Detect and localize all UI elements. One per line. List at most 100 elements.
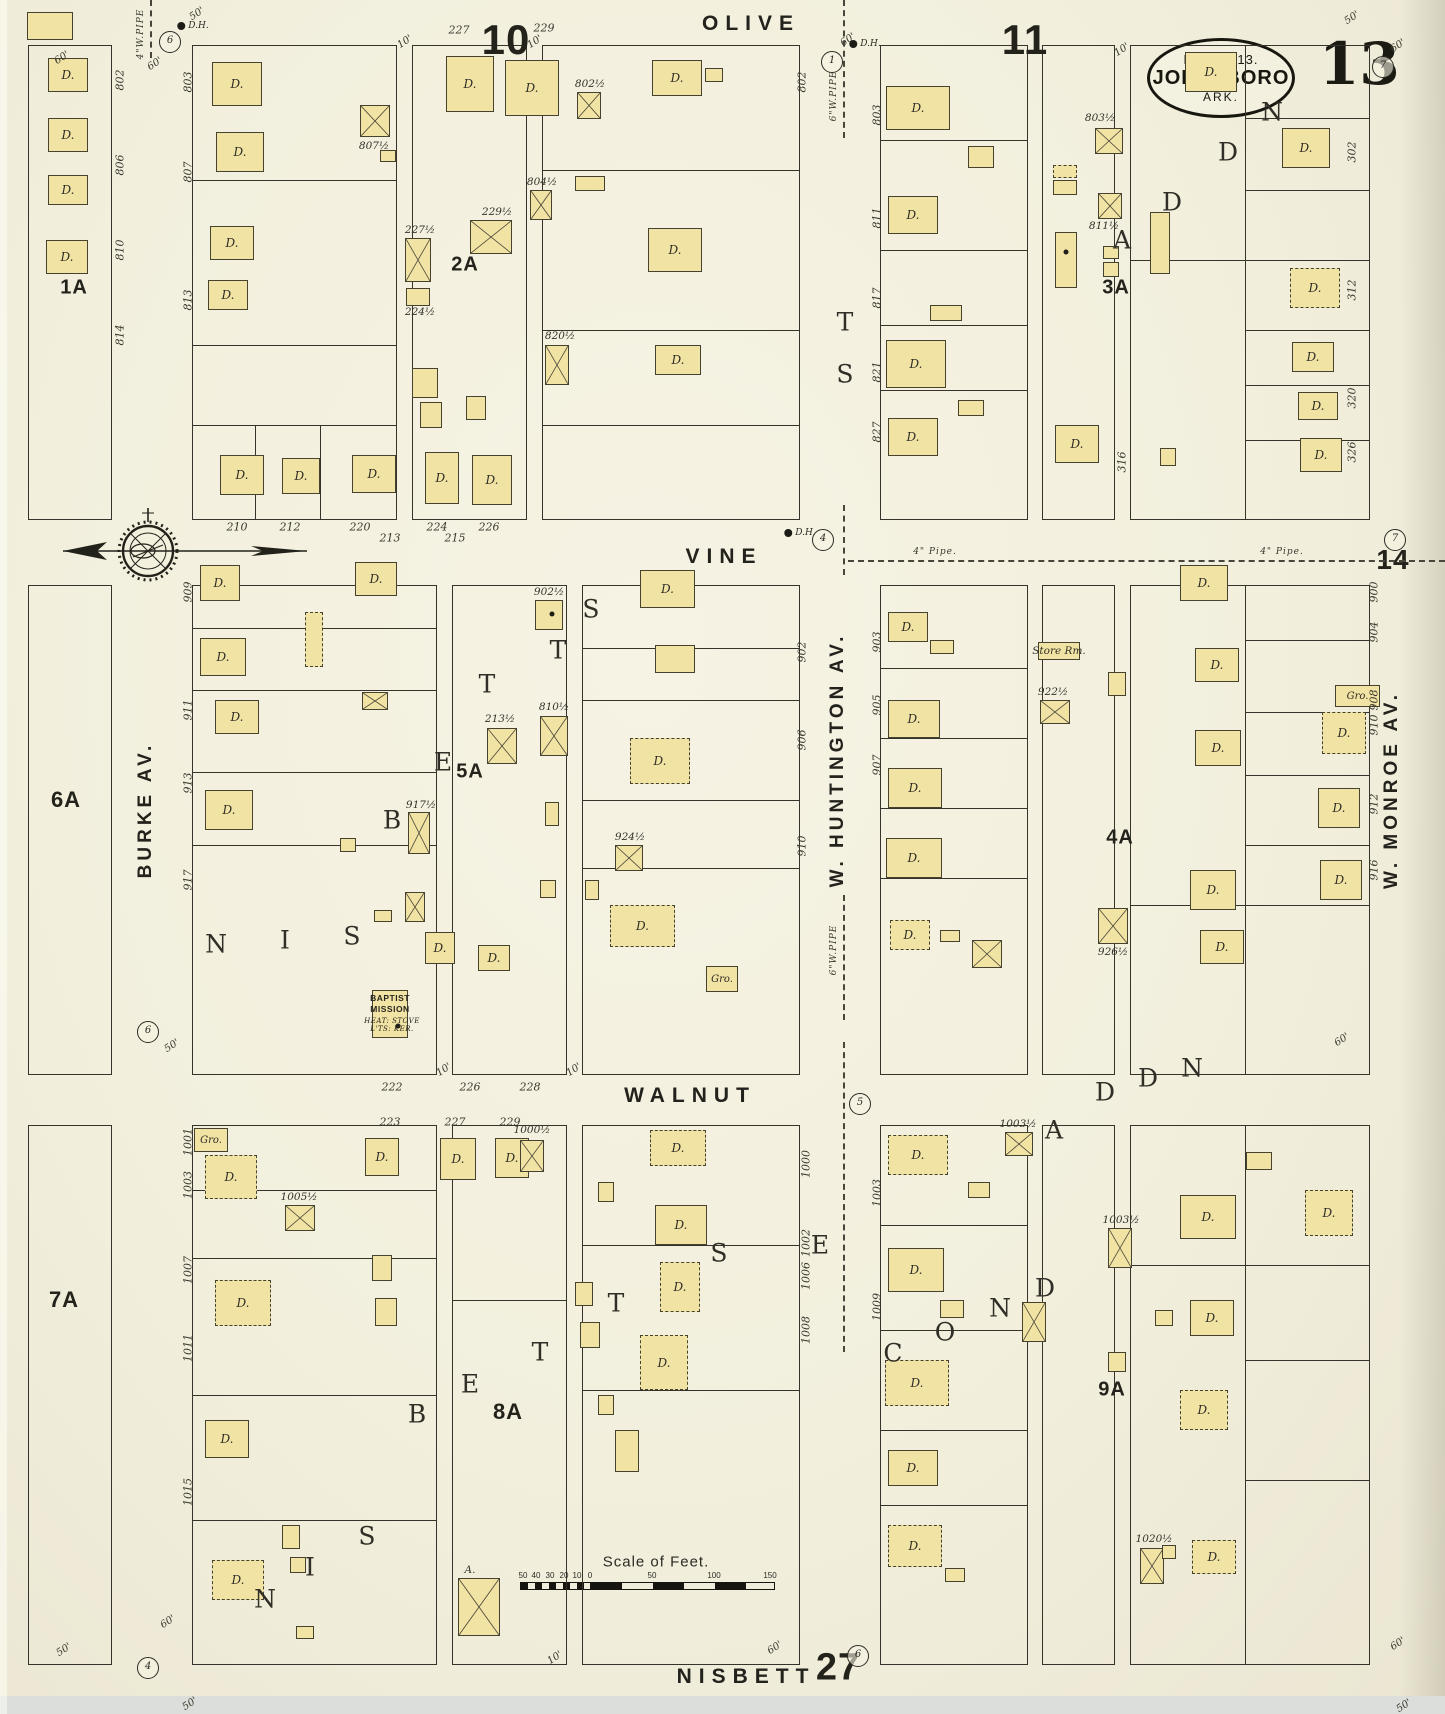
- half-number-label: 811½: [1088, 220, 1120, 232]
- hatch-x-icon: [1099, 194, 1121, 218]
- building-footprint: D.: [888, 196, 938, 234]
- building-footprint: D.: [888, 1450, 938, 1486]
- block-outline: [452, 1125, 567, 1665]
- lot-line: [1130, 260, 1370, 261]
- half-number-label: 1020½: [1135, 1533, 1173, 1545]
- addition-letter: C: [883, 1338, 903, 1368]
- building-label: D.: [901, 620, 915, 634]
- building-footprint: D.: [446, 56, 494, 112]
- building-label: D.: [911, 1148, 925, 1162]
- corner-reference-circle: 7: [1384, 529, 1406, 551]
- building-label: D.: [1197, 1403, 1211, 1417]
- building-footprint: [406, 288, 430, 306]
- lot-line: [582, 868, 800, 869]
- building-footprint: [598, 1395, 614, 1415]
- building-label: D.: [433, 941, 447, 955]
- building-label: D.: [670, 71, 684, 85]
- half-number-label: 917½: [405, 799, 437, 811]
- building-footprint: D.: [890, 920, 930, 950]
- building-footprint: [655, 645, 695, 673]
- building-footprint: [535, 600, 563, 630]
- water-pipe-label: 6"W.PIPE: [829, 924, 839, 976]
- building-footprint: [408, 812, 430, 854]
- building-label: D.: [224, 1170, 238, 1184]
- lot-line: [880, 1225, 1028, 1226]
- house-number: 803: [870, 104, 884, 126]
- lot-line: [880, 738, 1028, 739]
- half-number-label: 802½: [574, 78, 606, 90]
- block-outline: [452, 585, 567, 1075]
- building-footprint: [615, 1430, 639, 1472]
- half-number-label: 924½: [614, 831, 646, 843]
- house-number: 910: [1367, 714, 1381, 736]
- building-footprint: [1038, 642, 1080, 660]
- lot-line: [1245, 385, 1370, 386]
- building-footprint: D.: [205, 790, 253, 830]
- building-footprint: D.: [200, 638, 246, 676]
- building-footprint: [405, 238, 431, 282]
- hatch-x-icon: [541, 717, 567, 755]
- building-label: D.: [907, 851, 921, 865]
- house-number: 229: [533, 21, 555, 35]
- scale-tick-label: 50: [518, 1571, 528, 1580]
- scale-tick-label: 40: [531, 1571, 541, 1580]
- building-label: D.: [906, 208, 920, 222]
- block-outline: [1042, 585, 1115, 1075]
- mission-note: HEAT: STOVE: [364, 1017, 420, 1025]
- building-label: D.: [525, 81, 539, 95]
- house-number: 902: [795, 641, 809, 663]
- house-number: 212: [279, 520, 301, 534]
- building-footprint: [585, 880, 599, 900]
- house-number: 312: [1345, 279, 1359, 301]
- dimension-label: 10': [1112, 41, 1132, 59]
- house-number: 806: [113, 154, 127, 176]
- house-number: 1006: [799, 1262, 813, 1290]
- house-number: 807: [181, 161, 195, 183]
- building-footprint: D.: [888, 612, 928, 642]
- house-number: 1007: [181, 1256, 195, 1284]
- building-label: D.: [1201, 1210, 1215, 1224]
- building-footprint: D.: [48, 118, 88, 152]
- half-number-label: A.: [464, 1564, 476, 1576]
- house-number: 907: [870, 754, 884, 776]
- building-label: D.: [1332, 801, 1346, 815]
- lot-line: [880, 250, 1028, 251]
- street-name: WALNUT: [624, 1084, 756, 1107]
- hydrant-label: D.H.: [188, 21, 209, 31]
- block-number: 1A: [60, 276, 88, 299]
- addition-letter: S: [358, 1521, 376, 1551]
- building-footprint: D.: [1180, 1390, 1228, 1430]
- house-number: 326: [1345, 441, 1359, 463]
- building-footprint: [1150, 212, 1170, 274]
- building-label: D.: [221, 288, 235, 302]
- building-label: D.: [487, 951, 501, 965]
- house-number: 220: [349, 520, 371, 534]
- building-footprint: D.: [216, 132, 264, 172]
- building-footprint: D.: [48, 175, 88, 205]
- water-pipe-line: [843, 1042, 845, 1352]
- building-footprint: D.: [1320, 860, 1362, 900]
- mission-name: MISSION: [370, 1004, 410, 1014]
- lot-line: [192, 1395, 437, 1396]
- half-number-label: 807½: [358, 140, 390, 152]
- building-footprint: [575, 176, 605, 191]
- building-footprint: [282, 1525, 300, 1549]
- building-footprint: [540, 880, 556, 898]
- building-label: D.: [485, 473, 499, 487]
- building-footprint: [972, 940, 1002, 968]
- half-number-label: 926½: [1097, 946, 1129, 958]
- lot-line: [1245, 775, 1370, 776]
- block-number: 2A: [451, 253, 479, 276]
- building-footprint: D.: [1282, 128, 1330, 168]
- paper-edge-shadow: [1400, 0, 1445, 1714]
- building-footprint: D.: [1180, 1195, 1236, 1239]
- lot-line: [880, 1330, 1028, 1331]
- building-footprint: D.: [1292, 342, 1334, 372]
- building-label: D.: [911, 101, 925, 115]
- building-footprint: [577, 92, 601, 119]
- scale-bar-main: [590, 1582, 775, 1590]
- building-label: D.: [671, 353, 685, 367]
- block-outline: [880, 45, 1028, 520]
- addition-letter: E: [460, 1369, 480, 1399]
- building-label: D.: [1204, 65, 1218, 79]
